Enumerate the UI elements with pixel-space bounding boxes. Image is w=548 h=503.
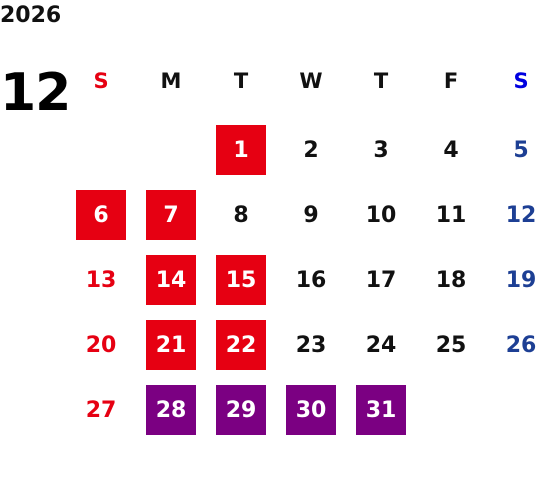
weekday-header-5: F	[443, 69, 459, 93]
weekday-header-2: T	[233, 69, 249, 93]
day-cell-15[interactable]: 15	[216, 255, 266, 305]
day-cell-17[interactable]: 17	[365, 267, 397, 293]
weekday-header-4: T	[373, 69, 389, 93]
day-cell-18[interactable]: 18	[435, 267, 467, 293]
day-cell-20[interactable]: 20	[85, 332, 117, 358]
day-cell-27[interactable]: 27	[85, 397, 117, 423]
day-cell-13[interactable]: 13	[85, 267, 117, 293]
day-cell-24[interactable]: 24	[365, 332, 397, 358]
day-cell-3[interactable]: 3	[373, 137, 389, 163]
day-cell-16[interactable]: 16	[295, 267, 327, 293]
day-cell-19[interactable]: 19	[505, 267, 537, 293]
day-cell-23[interactable]: 23	[295, 332, 327, 358]
day-cell-31[interactable]: 31	[356, 385, 406, 435]
day-cell-9[interactable]: 9	[303, 202, 319, 228]
month-number: 12	[0, 63, 71, 123]
day-cell-2[interactable]: 2	[303, 137, 319, 163]
day-cell-29[interactable]: 29	[216, 385, 266, 435]
weekday-header-0: S	[93, 69, 109, 93]
day-cell-28[interactable]: 28	[146, 385, 196, 435]
day-cell-7[interactable]: 7	[146, 190, 196, 240]
weekday-header-1: M	[160, 69, 182, 93]
day-cell-6[interactable]: 6	[76, 190, 126, 240]
day-cell-22[interactable]: 22	[216, 320, 266, 370]
day-cell-21[interactable]: 21	[146, 320, 196, 370]
day-cell-5[interactable]: 5	[513, 137, 529, 163]
weekday-header-3: W	[299, 69, 323, 93]
day-cell-8[interactable]: 8	[233, 202, 249, 228]
day-cell-25[interactable]: 25	[435, 332, 467, 358]
day-cell-4[interactable]: 4	[443, 137, 459, 163]
day-cell-14[interactable]: 14	[146, 255, 196, 305]
day-cell-1[interactable]: 1	[216, 125, 266, 175]
day-cell-10[interactable]: 10	[365, 202, 397, 228]
day-cell-11[interactable]: 11	[435, 202, 467, 228]
day-cell-26[interactable]: 26	[505, 332, 537, 358]
day-cell-30[interactable]: 30	[286, 385, 336, 435]
year-label: 2026	[0, 3, 62, 28]
day-cell-12[interactable]: 12	[505, 202, 537, 228]
weekday-header-6: S	[513, 69, 529, 93]
